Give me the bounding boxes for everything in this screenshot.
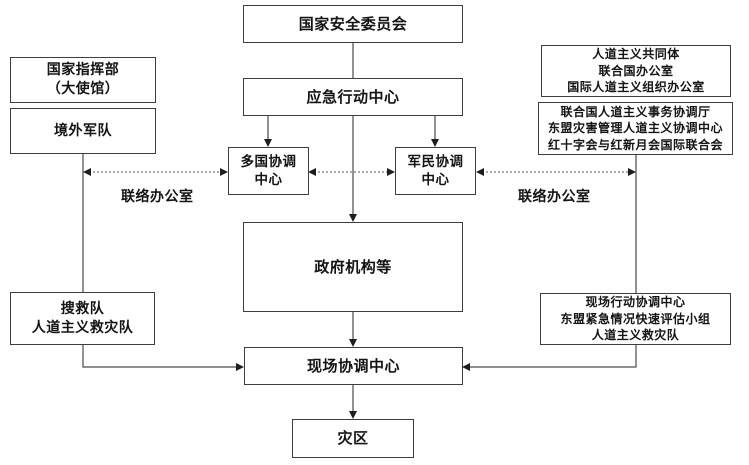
box-label-line: 现场行动协调中心	[585, 295, 686, 310]
box-label: 政府机构等	[314, 257, 392, 276]
box-label-line: 中心	[254, 172, 283, 188]
box-label-line: 人道主义救灾队	[31, 319, 134, 336]
box-field-coordination-orgs: 现场行动协调中心 东盟紧急情况快速评估小组 人道主义救灾队	[540, 293, 731, 345]
box-label: 国家安全委员会	[298, 14, 408, 33]
box-label-line: 联合国人道主义事务协调厅	[560, 104, 711, 119]
box-disaster-area: 灾区	[292, 419, 414, 458]
box-government-agencies: 政府机构等	[243, 222, 463, 312]
box-label-line: （大使馆）	[46, 81, 120, 97]
box-label-line: 东盟灾害管理人道主义协调中心	[547, 121, 723, 136]
box-label-line: 联合国办公室	[598, 63, 674, 78]
box-onsite-coordination-center: 现场协调中心	[244, 347, 463, 385]
box-label-line: 多国协调	[240, 153, 297, 170]
box-label-line: 中心	[421, 172, 450, 188]
liaison-office-label-right: 联络办公室	[518, 189, 591, 205]
box-foreign-troops: 境外军队	[10, 108, 156, 154]
box-humanitarian-community: 人道主义共同体 联合国办公室 国际人道主义组织办公室	[541, 45, 731, 97]
liaison-office-label-left: 联络办公室	[121, 189, 194, 205]
box-label: 灾区	[337, 429, 369, 448]
box-label: 应急行动中心	[306, 87, 400, 106]
box-civil-military-coordination-center: 军民协调 中心	[395, 147, 476, 195]
box-label: 境外军队	[54, 122, 112, 139]
box-national-security-committee: 国家安全委员会	[243, 5, 463, 43]
box-label: 现场协调中心	[306, 356, 400, 375]
box-label-line: 军民协调	[407, 153, 464, 170]
box-national-headquarters-embassy: 国家指挥部 （大使馆）	[10, 57, 156, 103]
box-label-line: 人道主义救灾队	[591, 328, 680, 343]
box-label-line: 人道主义共同体	[592, 47, 680, 62]
dashed-arrowheads	[83, 168, 636, 176]
box-multinational-coordination-center: 多国协调 中心	[228, 147, 309, 195]
box-label-line: 东盟紧急情况快速评估小组	[560, 311, 711, 326]
box-search-rescue-humanitarian-teams: 搜救队 人道主义救灾队	[10, 292, 155, 345]
box-international-humanitarian-orgs: 联合国人道主义事务协调厅 东盟灾害管理人道主义协调中心 红十字会与红新月会国际联…	[538, 102, 733, 155]
box-label-line: 国际人道主义组织办公室	[567, 80, 705, 95]
box-label-line: 搜救队	[60, 300, 105, 317]
box-label-line: 国家指挥部	[46, 62, 120, 79]
box-emergency-operations-center: 应急行动中心	[243, 78, 463, 116]
box-label-line: 红十字会与红新月会国际联合会	[547, 137, 723, 152]
